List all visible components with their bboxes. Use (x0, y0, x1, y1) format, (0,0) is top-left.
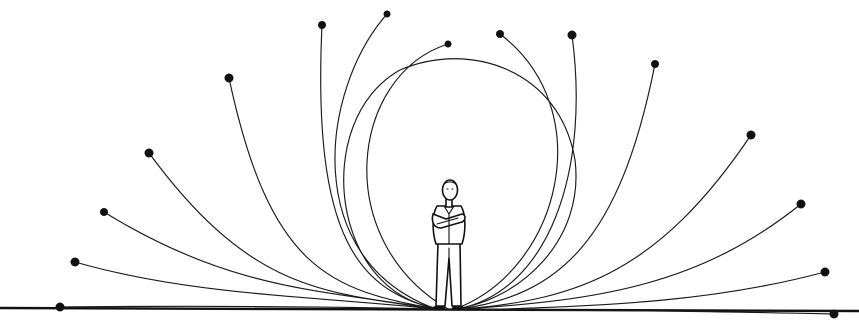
arc-end-dot (830, 310, 839, 319)
arc-end-dot (225, 74, 234, 83)
arc-end-dot (651, 60, 659, 68)
arc-end-dot (145, 149, 154, 158)
standing-man-figure (432, 180, 465, 311)
arc-right-5 (464, 200, 806, 310)
arc-end-dot (496, 30, 504, 38)
figure-left-shoe (433, 305, 445, 310)
arc-end-dot (71, 258, 80, 267)
arc-right-3 (460, 60, 659, 309)
arc-right-4 (462, 131, 756, 310)
arc-end-dot (747, 131, 756, 140)
arc-left-6 (318, 21, 436, 309)
arc-end-dot (100, 208, 108, 216)
arc-right-2 (458, 31, 577, 310)
arc-end-dot (797, 200, 806, 209)
arc-left-3 (100, 208, 436, 309)
arc-end-dot (56, 303, 65, 312)
arc-right-1 (455, 30, 558, 309)
arc-end-dot (384, 11, 391, 18)
figure-right-shoe (452, 305, 464, 310)
arc-end-dot (445, 41, 452, 48)
arc-end-dot (568, 31, 577, 40)
arc-end-dot (821, 268, 830, 277)
arc-left-7 (335, 11, 436, 310)
arc-end-dot (318, 21, 326, 29)
